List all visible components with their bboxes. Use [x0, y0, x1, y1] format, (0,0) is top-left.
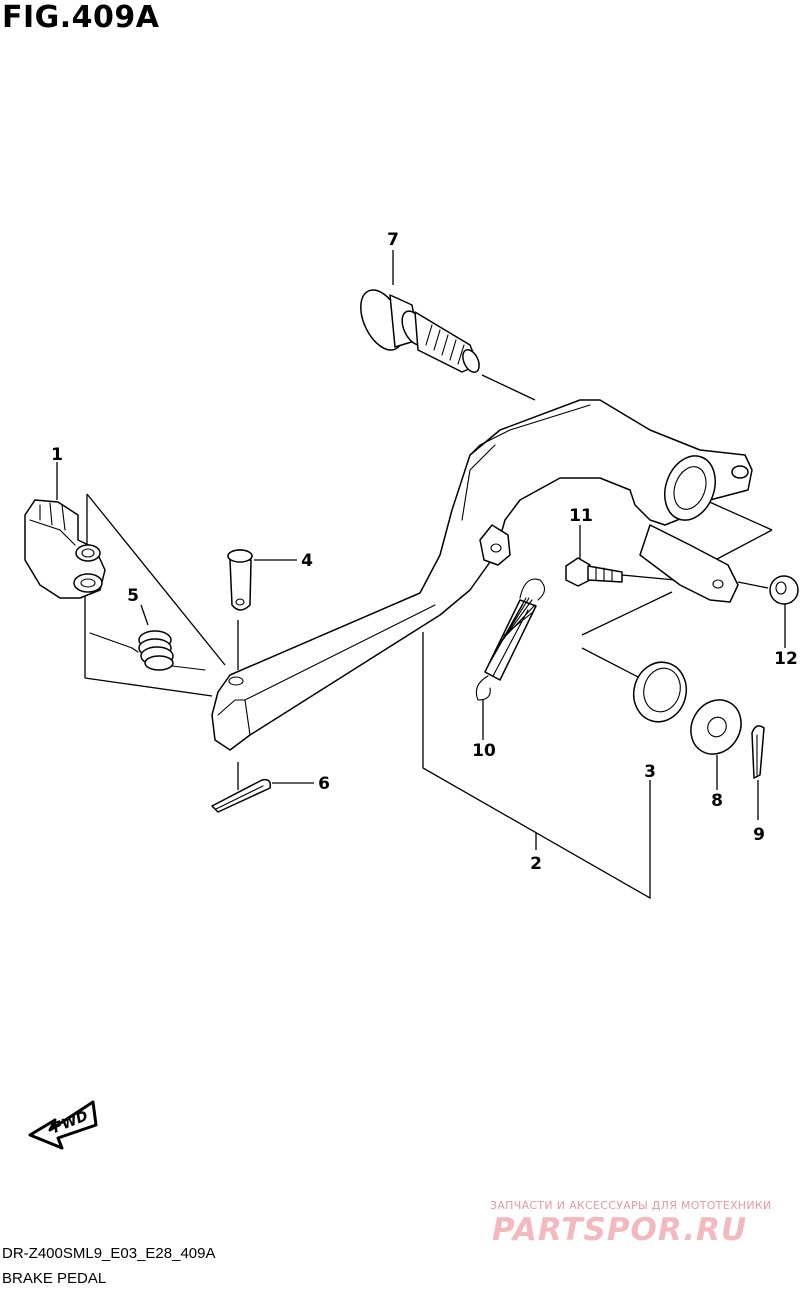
- callout-6: 6: [318, 774, 330, 794]
- figure-caption: BRAKE PEDAL: [2, 1270, 107, 1287]
- callout-1: 1: [51, 445, 63, 465]
- model-code: DR-Z400SML9_E03_E28_409A: [2, 1245, 216, 1262]
- callout-5: 5: [127, 586, 139, 606]
- washer-part-8: [690, 699, 742, 755]
- oil-seal-part-3: [632, 661, 688, 723]
- leader-lines: [56, 250, 786, 900]
- watermark-logo: PARTSPOR.RU: [492, 1212, 748, 1248]
- callout-12: 12: [774, 649, 798, 669]
- bolt-part-11: [565, 557, 623, 587]
- callout-10: 10: [472, 741, 496, 761]
- callout-7: 7: [387, 230, 399, 250]
- watermark-tagline: ЗАПЧАСТИ И АКСЕССУАРЫ ДЛЯ МОТОТЕХНИКИ: [490, 1199, 772, 1212]
- cotter-pin-part-9: [751, 725, 765, 779]
- callout-3: 3: [644, 762, 656, 782]
- return-spring-part-10: [475, 578, 546, 701]
- callout-4: 4: [301, 551, 313, 571]
- nut-part-12: [769, 575, 799, 605]
- fwd-arrow-icon: FWD: [28, 1100, 98, 1150]
- bracket-part-1: [24, 499, 106, 599]
- callout-11: 11: [569, 506, 593, 526]
- clevis-pin-part-4: [227, 549, 253, 611]
- brake-pedal-part-2: [211, 399, 753, 751]
- callout-9: 9: [753, 825, 765, 845]
- figure-title: FIG.409A: [2, 0, 160, 35]
- cotter-pin-part-6: [211, 778, 272, 813]
- callout-8: 8: [711, 791, 723, 811]
- torsion-spring-part-5: [89, 630, 206, 671]
- callout-2: 2: [530, 854, 542, 874]
- pivot-bolt-part-7: [360, 289, 480, 374]
- callout-labels: 7 1 4 5 6 2 3 10 11 12 8 9: [51, 230, 798, 874]
